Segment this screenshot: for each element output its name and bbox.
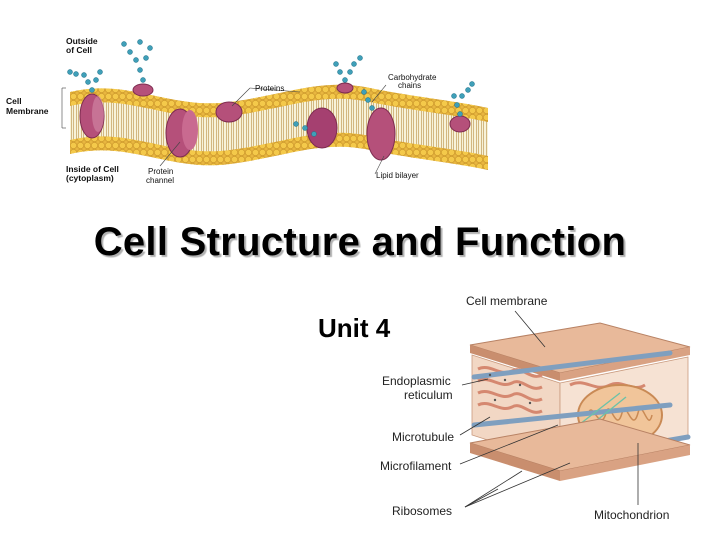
er-label-line2: reticulum: [404, 388, 453, 402]
er-label-line1: Endoplasmic: [382, 374, 451, 388]
carbohydrate-label-line2: chains: [398, 81, 421, 90]
cell-membrane-illustration: Outside of Cell Cell Membrane Inside of …: [6, 36, 488, 185]
mitochondrion-label: Mitochondrion: [594, 508, 669, 522]
outside-label-line2: of Cell: [66, 45, 92, 55]
cell-membrane-label-line1: Cell: [6, 96, 22, 106]
lipid-bilayer-label: Lipid bilayer: [376, 171, 419, 180]
protein-channel-label-line2: channel: [146, 176, 174, 185]
cell-cross-section-illustration: Cell membrane Endoplasmic reticulum Micr…: [380, 294, 691, 522]
cell-membrane-label-line2: Membrane: [6, 106, 49, 116]
inside-label-line2: (cytoplasm): [66, 173, 114, 183]
slide-subtitle: Unit 4: [318, 313, 391, 343]
microfilament-label: Microfilament: [380, 459, 452, 473]
slide-title: Cell Structure and Function: [93, 220, 627, 264]
inside-label-line1: Inside of Cell: [66, 164, 119, 174]
ribosomes-label: Ribosomes: [392, 504, 452, 518]
carbohydrate-label-line1: Carbohydrate: [388, 73, 437, 82]
cell-membrane-label: Cell membrane: [466, 294, 548, 308]
outside-label-line1: Outside: [66, 36, 98, 46]
proteins-label: Proteins: [255, 84, 284, 93]
microtubule-label: Microtubule: [392, 430, 454, 444]
protein-channel-label-line1: Protein: [148, 167, 173, 176]
